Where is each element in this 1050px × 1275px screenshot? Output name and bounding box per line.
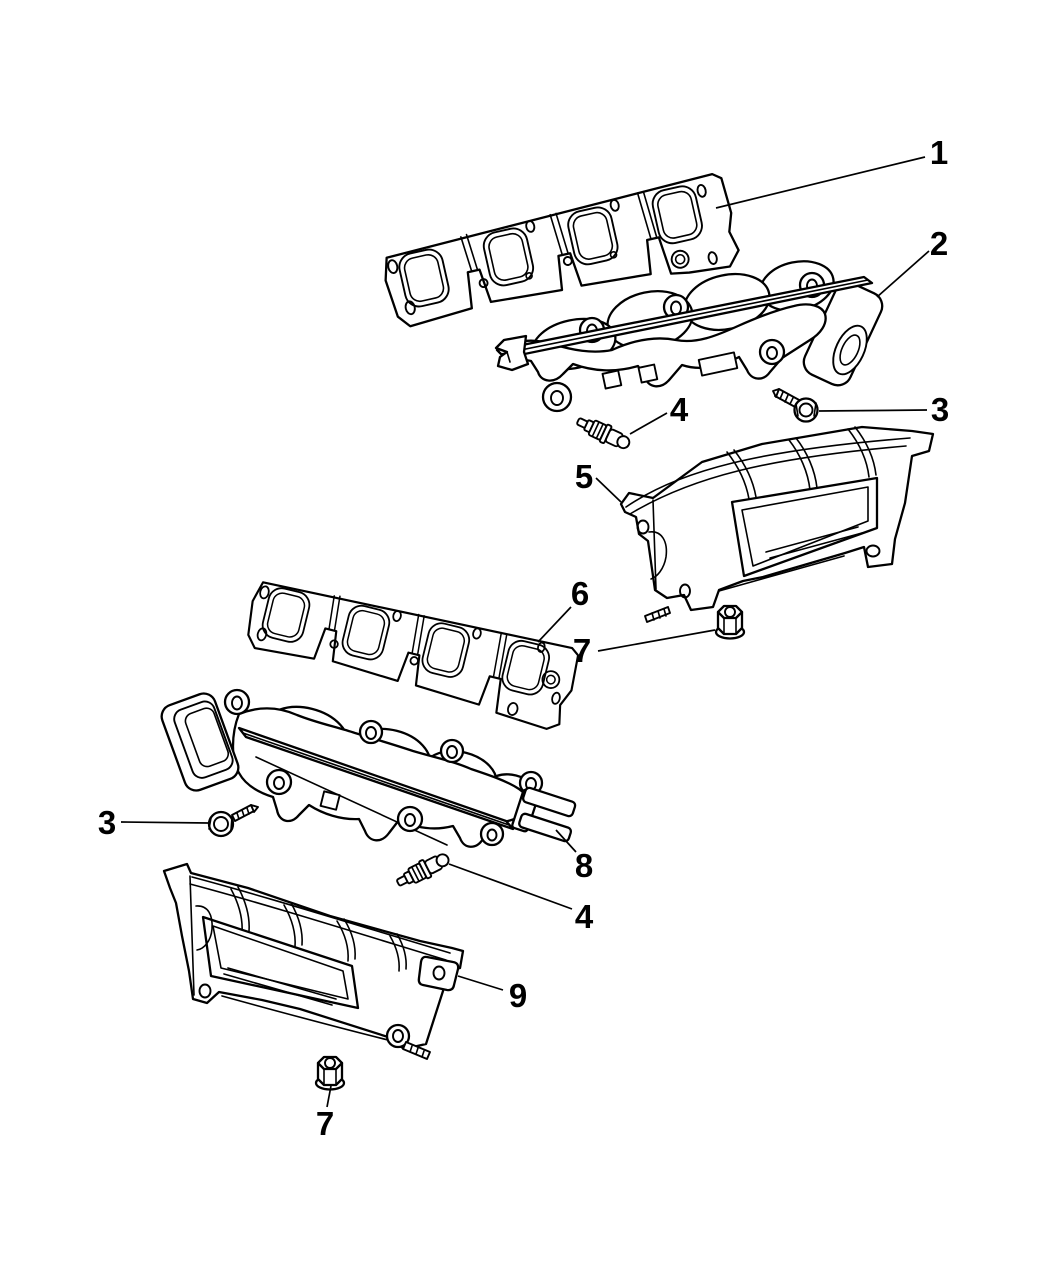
- callout-1: 1: [930, 134, 948, 171]
- manifold-bolt-upper: [772, 388, 819, 423]
- manifold-outlet-slot: [511, 786, 577, 843]
- leader-line-3-upper: [818, 409, 928, 412]
- exhaust-sensor-upper: [576, 417, 631, 450]
- leader-line-4-upper: [629, 412, 668, 435]
- callout-4-lower: 4: [575, 898, 594, 935]
- callouts: 1 2 3 4 5 6 7 8 3 4 9 7: [98, 134, 949, 1142]
- manifold-outlet-flange: [802, 281, 884, 387]
- callout-2: 2: [930, 225, 948, 262]
- manifold-gasket-upper: [384, 172, 740, 328]
- leader-line-1: [715, 156, 926, 209]
- callout-7-upper: 7: [573, 632, 591, 669]
- manifold-gasket-lower: [247, 581, 580, 730]
- exhaust-sensor-lower: [396, 853, 450, 887]
- leader-line-4-lower: [448, 863, 573, 910]
- heat-shield-lower: [162, 862, 465, 1060]
- leader-line-2: [876, 250, 930, 298]
- leader-line-5: [595, 477, 622, 503]
- leader-line-9: [457, 975, 504, 991]
- callout-6: 6: [571, 575, 589, 612]
- heat-shield-upper: [619, 425, 935, 623]
- manifold-inlet-flange: [160, 692, 240, 792]
- flange-nut-upper: [714, 604, 746, 640]
- leader-line-6: [537, 606, 572, 643]
- callout-9: 9: [509, 977, 527, 1014]
- leader-line-8: [555, 829, 577, 853]
- leader-line-7-upper: [597, 629, 716, 652]
- leader-line-3-lower: [120, 821, 209, 824]
- flange-nut-lower: [314, 1055, 346, 1091]
- callout-5: 5: [575, 458, 593, 495]
- leader-line-7-lower: [326, 1085, 332, 1108]
- exhaust-manifold-lower: [160, 688, 577, 848]
- callout-3-upper: 3: [931, 391, 949, 428]
- callout-7-lower: 7: [316, 1105, 334, 1142]
- callout-4-upper: 4: [670, 391, 689, 428]
- callout-3-lower: 3: [98, 804, 116, 841]
- callout-8: 8: [575, 847, 593, 884]
- exhaust-manifold-upper: [494, 260, 884, 413]
- manifold-bolt-lower: [207, 804, 259, 838]
